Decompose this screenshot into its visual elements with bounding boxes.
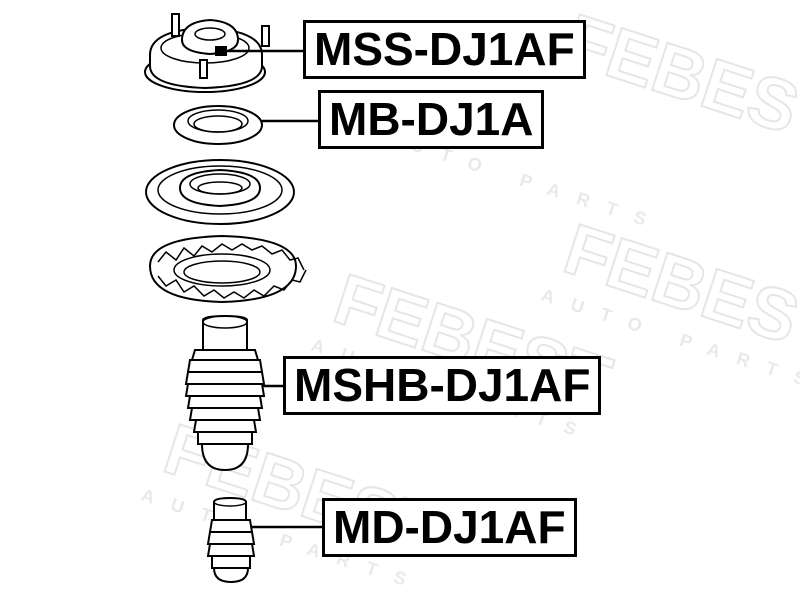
- part-label-mb: MB-DJ1A: [318, 90, 545, 149]
- strut-mount-drawing: [144, 13, 270, 93]
- part-label-md: MD-DJ1AF: [322, 498, 577, 557]
- bearing-drawing: [173, 105, 263, 145]
- spring-pad-drawing: [148, 234, 307, 304]
- watermark-brand-4: FEBEST: [555, 0, 800, 163]
- part-label-mss: MSS-DJ1AF: [303, 20, 586, 79]
- shock-boot-drawing: [184, 314, 266, 472]
- spring-seat-drawing: [145, 159, 295, 225]
- bump-stop-drawing: [206, 496, 256, 584]
- part-label-mshb: MSHB-DJ1AF: [283, 356, 602, 415]
